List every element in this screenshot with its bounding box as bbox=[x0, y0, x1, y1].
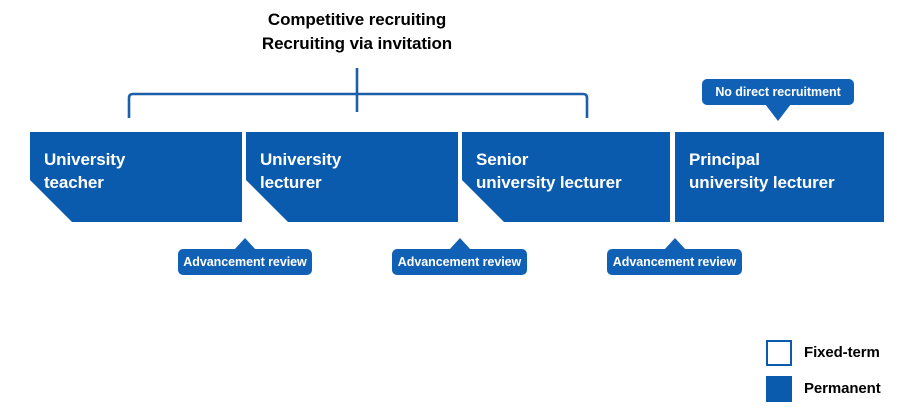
career-level-row: University teacher University lecturer S… bbox=[30, 132, 884, 222]
badge-no-direct-recruitment[interactable]: No direct recruitment bbox=[702, 79, 854, 121]
legend-item-permanent: Permanent bbox=[766, 374, 906, 404]
badge-advancement-review-1[interactable]: Advancement review bbox=[178, 238, 312, 275]
badge-label: Advancement review bbox=[183, 255, 307, 269]
badge-label: No direct recruitment bbox=[715, 85, 841, 99]
legend-label: Fixed-term bbox=[804, 344, 880, 361]
career-box-label: Senior university lecturer bbox=[476, 150, 622, 192]
career-box-label: University lecturer bbox=[260, 150, 342, 192]
fixed-term-corner-icon bbox=[246, 180, 288, 222]
legend-item-fixed-term: Fixed-term bbox=[766, 338, 906, 368]
legend-swatch-fixed-term-icon bbox=[766, 340, 792, 366]
badge-advancement-review-3[interactable]: Advancement review bbox=[607, 238, 742, 275]
legend-label: Permanent bbox=[804, 380, 881, 397]
badge-arrow-down-icon bbox=[765, 104, 791, 121]
diagram-heading: Competitive recruiting Recruiting via in… bbox=[0, 8, 714, 56]
heading-line-competitive-recruiting: Competitive recruiting bbox=[267, 10, 447, 29]
badge-arrow-up-icon bbox=[663, 238, 686, 250]
recruiting-bracket-connector bbox=[126, 68, 590, 118]
career-box-senior-university-lecturer[interactable]: Senior university lecturer bbox=[462, 132, 670, 222]
career-box-university-teacher[interactable]: University teacher bbox=[30, 132, 242, 222]
fixed-term-corner-icon bbox=[462, 180, 504, 222]
career-box-label: Principal university lecturer bbox=[689, 150, 835, 192]
badge-label: Advancement review bbox=[397, 255, 522, 269]
badge-arrow-up-icon bbox=[448, 238, 471, 250]
heading-line-recruiting-via-invitation: Recruiting via invitation bbox=[261, 34, 453, 53]
legend: Fixed-term Permanent bbox=[766, 338, 906, 410]
career-box-university-lecturer[interactable]: University lecturer bbox=[246, 132, 458, 222]
bracket-svg bbox=[127, 68, 589, 118]
badge-label: Advancement review bbox=[612, 255, 737, 269]
badge-advancement-review-2[interactable]: Advancement review bbox=[392, 238, 527, 275]
career-box-label: University teacher bbox=[44, 150, 126, 192]
legend-swatch-permanent-icon bbox=[766, 376, 792, 402]
fixed-term-corner-icon bbox=[30, 180, 72, 222]
badge-arrow-up-icon bbox=[234, 238, 256, 250]
career-box-principal-university-lecturer[interactable]: Principal university lecturer bbox=[675, 132, 884, 222]
